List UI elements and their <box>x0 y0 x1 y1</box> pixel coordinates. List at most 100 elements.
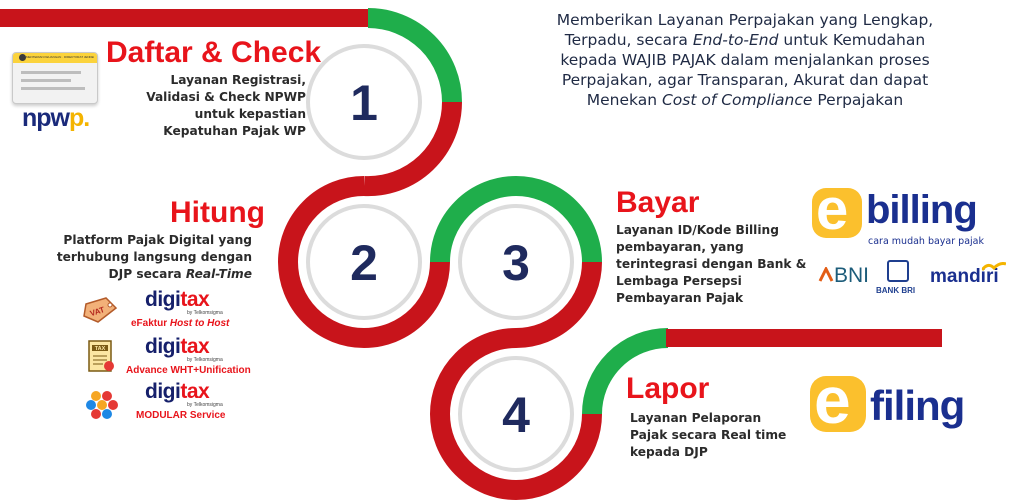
flow-arc-3-red-right <box>515 261 602 348</box>
headline-line-2: Terpadu, secara End-to-End untuk Kemudah… <box>505 30 985 50</box>
flow-arc-4-red-bottom <box>515 413 602 500</box>
step-3-desc-line: terintegrasi dengan Bank & <box>616 257 807 271</box>
caption-a: eFaktur <box>131 318 170 329</box>
digitax-word-a: digi <box>145 288 181 311</box>
digitax-byline: by Telkomsigma <box>187 402 223 408</box>
mandiri-logo: mandiri <box>930 262 1010 290</box>
step-3-circle: 3 <box>458 204 574 320</box>
flow-arc-4-red <box>430 328 517 500</box>
ebilling-tagline: cara mudah bayar pajak <box>868 236 984 247</box>
bri-logo: BANK BRI <box>876 260 924 296</box>
mandiri-wave-icon <box>982 262 1006 271</box>
step-1-number: 1 <box>350 75 378 131</box>
digitax-caption-3: MODULAR Service <box>136 410 225 421</box>
garuda-emblem-icon <box>19 54 26 61</box>
step-3-desc-line: pembayaran, yang <box>616 240 744 254</box>
caption-b: Host to Host <box>169 318 230 329</box>
step-2-desc-em: Real-Time <box>185 267 252 281</box>
ebilling-wordmark: billing <box>866 188 978 232</box>
flow-arc-2-3-red <box>363 261 450 348</box>
step-2-desc-line: terhubung langsung dengan <box>56 250 252 264</box>
flow-arc-1-green <box>367 8 462 103</box>
step-4-desc-line: kepada DJP <box>630 445 708 459</box>
efiling-wordmark: filing <box>870 382 965 429</box>
vat-label: VAT <box>89 305 106 318</box>
headline-line-5: Menekan Cost of Compliance Perpajakan <box>505 90 985 110</box>
step-2-circle: 2 <box>306 204 422 320</box>
bni-logo: BNI <box>818 264 878 287</box>
flow-arc-3-green-right <box>515 176 602 263</box>
npwp-card-header: KEMENTERIAN KEUANGAN · DIREKTORAT JENDER… <box>13 53 97 63</box>
step-1-desc-line: Layanan Registrasi, <box>170 73 306 87</box>
step-1-desc-line: Kepatuhan Pajak WP <box>163 124 306 138</box>
tax-document-icon: TAX <box>82 338 118 374</box>
digitax-word-a: digi <box>145 335 181 358</box>
step-4-circle: 4 <box>458 356 574 472</box>
npwp-logo-b: p. <box>69 104 90 132</box>
headline-line-3: kepada WAJIB PAJAK dalam menjalankan pro… <box>560 51 930 69</box>
flow-arc-2-red <box>278 176 365 348</box>
step-3-number: 3 <box>502 235 530 291</box>
card-line <box>21 87 85 90</box>
ebilling-logo-badge: e <box>812 180 862 240</box>
step-1-desc-line: Validasi & Check NPWP <box>146 90 306 104</box>
flow-arc-4-green <box>582 328 669 415</box>
bri-mark-icon <box>887 260 909 282</box>
step-3-desc-line: Pembayaran Pajak <box>616 291 744 305</box>
bni-mark-icon <box>818 267 834 282</box>
digitax-word-a: digi <box>145 380 181 403</box>
headline-line-1: Memberikan Layanan Perpajakan yang Lengk… <box>556 11 934 29</box>
step-2-desc-line: Platform Pajak Digital yang <box>63 233 252 247</box>
headline-line-5b: Cost of Compliance <box>661 91 813 109</box>
npwp-card-image: KEMENTERIAN KEUANGAN · DIREKTORAT JENDER… <box>12 52 98 104</box>
digitax-wordmark: digitax <box>145 335 255 358</box>
caption-a: Advance WHT+Unification <box>126 365 251 376</box>
headline-line-4: Perpajakan, agar Transparan, Akurat dan … <box>561 71 929 89</box>
step-4-description: Layanan Pelaporan Pajak secara Real time… <box>630 410 810 461</box>
step-2-description: Platform Pajak Digital yang terhubung la… <box>12 232 252 283</box>
digitax-byline: by Telkomsigma <box>187 357 223 363</box>
headline-line-2b: End-to-End <box>692 31 779 49</box>
flow-top-bar <box>0 9 370 27</box>
headline-text: Memberikan Layanan Perpajakan yang Lengk… <box>505 10 985 110</box>
efiling-logo-badge: e <box>810 367 866 433</box>
card-line <box>21 79 71 82</box>
headline-line-5a: Menekan <box>586 91 662 109</box>
step-1-description: Layanan Registrasi, Validasi & Check NPW… <box>86 72 306 140</box>
step-3-description: Layanan ID/Kode Billing pembayaran, yang… <box>616 222 816 307</box>
mandiri-text: mandiri <box>930 266 999 287</box>
digitax-caption-2: Advance WHT+Unification <box>126 365 251 376</box>
flow-arc-3-green-top <box>430 176 517 263</box>
step-4-desc-line: Pajak secara Real time <box>630 428 787 442</box>
efiling-letter: e <box>814 363 851 437</box>
headline-line-2c: untuk Kemudahan <box>778 31 926 49</box>
digitax-logo-2: digitax by Telkomsigma <box>145 335 255 363</box>
step-1-desc-line: untuk kepastian <box>194 107 306 121</box>
step-2-title: Hitung <box>170 196 265 229</box>
step-3-desc-line: Layanan ID/Kode Billing <box>616 223 779 237</box>
step-4-number: 4 <box>502 387 530 443</box>
npwp-logo-a: npw <box>22 104 70 132</box>
headline-line-5c: Perpajakan <box>812 91 904 109</box>
tax-label: TAX <box>95 346 106 352</box>
digitax-wordmark: digitax <box>145 288 255 311</box>
step-3-desc-line: Lembaga Persepsi <box>616 274 742 288</box>
ebilling-letter: e <box>816 177 849 242</box>
step-2-desc-line: DJP secara Real-Time <box>12 266 252 283</box>
flow-bottom-bar <box>666 329 942 347</box>
step-2-number: 2 <box>350 235 378 291</box>
digitax-logo-3: digitax by Telkomsigma <box>145 380 255 408</box>
card-line <box>21 71 81 74</box>
npwp-card-header-text: KEMENTERIAN KEUANGAN · DIREKTORAT JENDER… <box>22 55 94 59</box>
bni-text: BNI <box>834 264 870 287</box>
step-1-title: Daftar & Check <box>106 36 322 69</box>
caption-a: MODULAR Service <box>136 410 226 421</box>
digitax-wordmark: digitax <box>145 380 255 403</box>
headline-line-2a: Terpadu, secara <box>564 31 693 49</box>
digitax-word-b: tax <box>180 288 210 311</box>
digitax-caption-1: eFaktur Host to Host <box>131 318 229 329</box>
vat-tag-icon: VAT <box>80 294 120 326</box>
step-1-circle: 1 <box>306 44 422 160</box>
digitax-logo-1: digitax by Telkomsigma <box>145 288 255 316</box>
